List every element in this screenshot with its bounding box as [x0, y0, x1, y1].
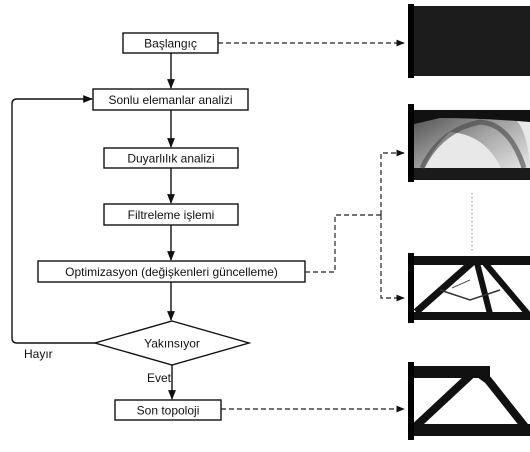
- no-branch-label: Hayır: [24, 347, 53, 361]
- connector-optimization-split: [305, 214, 381, 273]
- optimization-node: Optimizasyon (değişkenleri güncelleme): [37, 260, 306, 283]
- arrow-loop-back-to-fea: [11, 95, 95, 344]
- yes-branch-label: Evet: [147, 371, 172, 385]
- final-label: Son topoloji: [137, 404, 200, 418]
- image-connectors: [218, 39, 473, 413]
- intermediate-topology-image: [408, 104, 530, 182]
- connector-to-later: [380, 215, 405, 302]
- converge-decision: Yakınsıyor: [92, 320, 252, 366]
- initial-design-image: [408, 4, 530, 78]
- sensitivity-node: Duyarlılık analizi: [103, 147, 239, 169]
- start-label: Başlangıç: [144, 37, 197, 51]
- filter-node: Filtreleme işlemi: [103, 203, 239, 226]
- connector-to-intermediate: [380, 149, 405, 215]
- filter-label: Filtreleme işlemi: [128, 208, 215, 222]
- converge-label: Yakınsıyor: [144, 337, 200, 351]
- flow-arrows: [11, 53, 176, 400]
- fea-node: Sonlu elemanlar analizi: [92, 88, 249, 111]
- sensitivity-label: Duyarlılık analizi: [127, 152, 214, 166]
- optimization-label: Optimizasyon (değişkenleri güncelleme): [65, 265, 278, 279]
- later-topology-image: [408, 253, 530, 323]
- final-node: Son topoloji: [114, 399, 222, 421]
- fea-label: Sonlu elemanlar analizi: [108, 93, 232, 107]
- start-node: Başlangıç: [122, 32, 219, 54]
- final-topology-image: [408, 362, 530, 440]
